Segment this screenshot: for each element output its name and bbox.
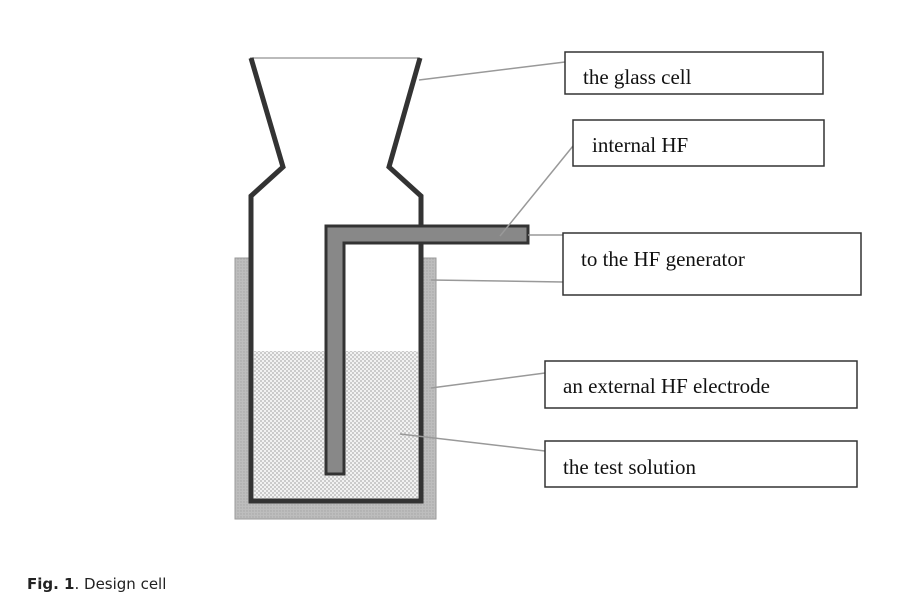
figure-number: Fig. 1	[27, 575, 75, 593]
label-hf-generator: to the HF generator	[581, 247, 745, 271]
leader-internal-hf	[499, 145, 574, 237]
label-test-solution: the test solution	[563, 455, 696, 479]
leader-test-solution	[399, 433, 546, 452]
figure-caption: Fig. 1. Design cell	[27, 575, 166, 593]
label-external-electrode: an external HF electrode	[563, 374, 770, 398]
internal-hf-tube	[324, 224, 530, 476]
leader-jacket	[430, 279, 564, 283]
label-box-hf-generator	[562, 232, 862, 296]
leader-glass-cell	[418, 61, 566, 81]
label-box-glass-cell	[564, 51, 824, 95]
figure-caption-text: . Design cell	[74, 575, 167, 593]
glass-cell-wall	[248, 57, 424, 504]
label-box-internal-hf	[572, 119, 825, 167]
label-box-external-electrode	[544, 360, 858, 409]
label-internal-hf: internal HF	[592, 133, 688, 157]
label-box-test-solution	[544, 440, 858, 488]
label-glass-cell: the glass cell	[583, 65, 692, 89]
leader-external-electrode	[430, 372, 546, 389]
